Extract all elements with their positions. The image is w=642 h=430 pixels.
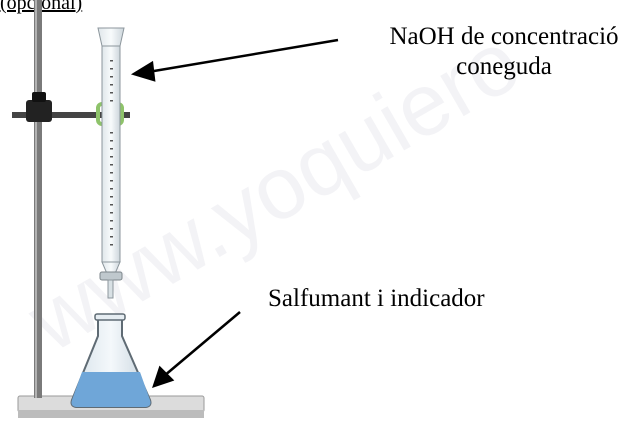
arrow-to-burette: [130, 38, 339, 82]
burette-graduations: [110, 60, 113, 246]
stand-base-edge: [18, 410, 204, 418]
stopcock: [99, 271, 123, 281]
clamp-knob: [32, 92, 46, 102]
burette-tip: [107, 279, 114, 299]
clamp-boss: [26, 100, 52, 122]
burette-label-line1: NaOH de concentració: [389, 23, 619, 50]
arrow-to-flask: [152, 311, 241, 388]
stand-rod-highlight: [35, 0, 37, 398]
burette-tube: [101, 45, 121, 263]
flask-liquid: [71, 372, 151, 407]
burette-label-line2: coneguda: [456, 53, 552, 80]
flask-label: Salfumant i indicador: [268, 285, 485, 312]
flask-rim: [94, 313, 126, 321]
clamp-arm: [12, 112, 130, 118]
stand-rod: [34, 0, 42, 398]
burette-label: NaOH de concentració coneguda: [344, 22, 642, 82]
burette-top: [97, 27, 125, 47]
